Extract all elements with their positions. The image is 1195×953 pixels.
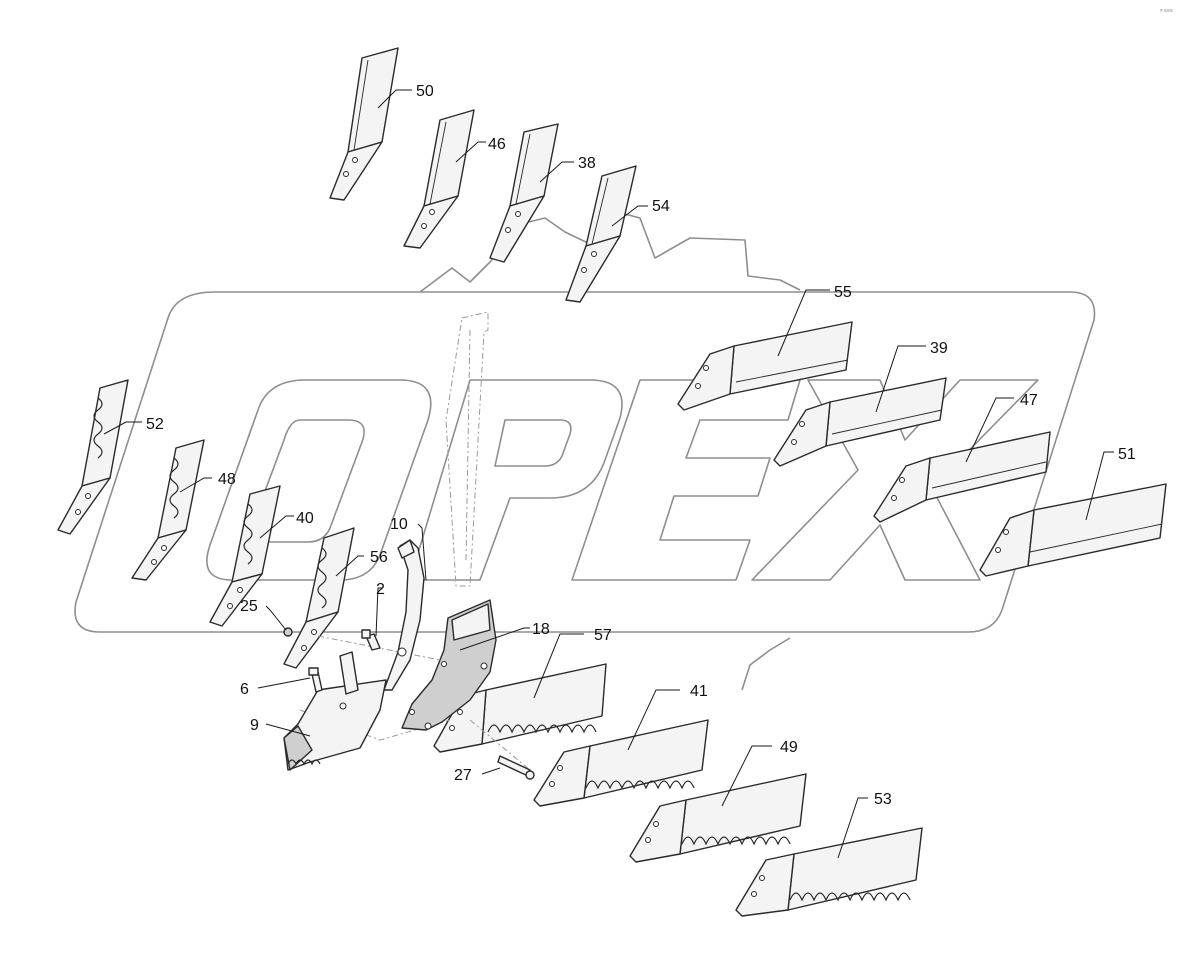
part-27-bolt — [497, 755, 535, 780]
callout-6: 6 — [240, 681, 249, 698]
blade-39 — [773, 377, 947, 467]
part-2-bolt — [361, 629, 407, 657]
watermark-letter-p — [409, 379, 623, 581]
callout-50: 50 — [416, 83, 434, 100]
blade-49 — [629, 773, 807, 863]
callout-52: 52 — [146, 416, 164, 433]
callout-48: 48 — [218, 471, 236, 488]
blade-group-bottom — [433, 663, 923, 917]
callout-9: 9 — [250, 717, 259, 734]
blade-52 — [57, 379, 129, 535]
callout-10: 10 — [390, 516, 408, 533]
callout-27: 27 — [454, 767, 472, 784]
callout-54: 54 — [652, 198, 670, 215]
callout-57: 57 — [594, 627, 612, 644]
callout-53: 53 — [874, 791, 892, 808]
blade-group-right — [677, 321, 1167, 577]
watermark-letter-x — [751, 379, 1039, 581]
callout-40: 40 — [296, 510, 314, 527]
callout-39: 39 — [930, 340, 948, 357]
callout-18: 18 — [532, 621, 550, 638]
blade-53 — [735, 827, 923, 917]
watermark-frame — [74, 291, 1096, 633]
blade-40 — [209, 485, 281, 627]
blade-48 — [131, 439, 205, 581]
part-6-bolt — [308, 667, 323, 693]
leader-lines — [103, 89, 1114, 859]
blade-57 — [433, 663, 607, 753]
blade-55 — [677, 321, 853, 411]
blade-38 — [489, 123, 559, 263]
callout-55: 55 — [834, 284, 852, 301]
blade-54 — [565, 165, 637, 303]
callout-38: 38 — [578, 155, 596, 172]
callout-47: 47 — [1020, 392, 1038, 409]
blade-41 — [533, 719, 709, 807]
blade-47 — [873, 431, 1051, 523]
callout-49: 49 — [780, 739, 798, 756]
blade-50 — [329, 47, 399, 201]
blade-group-top — [329, 47, 637, 303]
callout-51: 51 — [1118, 446, 1136, 463]
callout-56: 56 — [370, 549, 388, 566]
callout-2: 2 — [376, 581, 385, 598]
watermark-letter-e — [571, 379, 801, 581]
callout-labels: 50 46 38 54 55 39 47 51 52 48 40 56 10 2… — [146, 83, 1136, 808]
blade-56 — [283, 527, 355, 669]
shank-phantom — [445, 311, 489, 587]
watermark — [74, 209, 1096, 691]
blade-46 — [403, 109, 475, 249]
central-assembly — [283, 311, 535, 780]
corner-mark: ≠ ≡≡≡ — [1160, 8, 1173, 14]
part-10-shin — [383, 539, 425, 691]
blade-51 — [979, 483, 1167, 577]
callout-46: 46 — [488, 136, 506, 153]
callout-41: 41 — [690, 683, 708, 700]
blade-group-left — [57, 379, 355, 669]
callout-25: 25 — [240, 598, 258, 615]
